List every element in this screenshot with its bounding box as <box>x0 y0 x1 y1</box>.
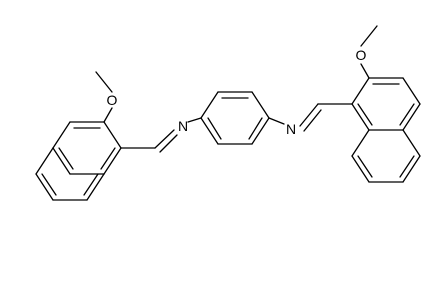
left-imine-linker: N <box>120 117 202 153</box>
oxygen-label-left: O <box>107 92 118 108</box>
left-methoxy-group: O <box>95 71 118 123</box>
nitrogen-label-left: N <box>178 118 188 134</box>
right-imine-linker: N <box>268 103 353 137</box>
right-methoxy-group: O <box>356 25 378 79</box>
central-benzene-ring <box>200 91 270 145</box>
left-naphthalene <box>35 121 122 201</box>
right-naphthalene <box>351 77 421 183</box>
nitrogen-label-right: N <box>286 121 296 137</box>
oxygen-label-right: O <box>356 47 367 63</box>
